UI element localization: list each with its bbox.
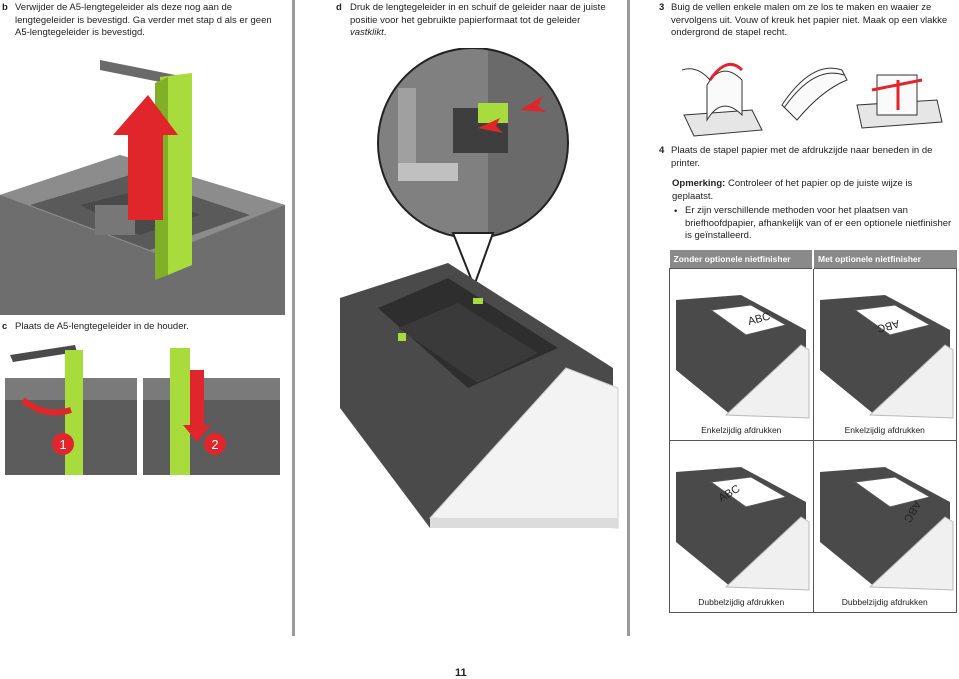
down-arrow-icon (183, 425, 211, 442)
tray-illustration: ABC (819, 295, 954, 419)
step-number: d (336, 2, 342, 13)
flex-paper-illustration (681, 62, 943, 137)
page-number: 11 (455, 667, 467, 679)
up-arrow-icon (113, 95, 178, 220)
step-number: 3 (659, 2, 665, 13)
arrow-icon (520, 96, 546, 112)
table-cell: ABC Enkelzijdig afdrukken (812, 268, 957, 441)
step-3: 3 Buig de vellen enkele malen om ze los … (659, 2, 954, 38)
step-number: 4 (659, 145, 665, 156)
step-number: c (2, 321, 8, 332)
step-4: 4 Plaats de stapel papier met de afdrukz… (659, 145, 954, 169)
table-cell: ABC Enkelzijdig afdrukken (669, 268, 814, 441)
column-header: Met optionele nietfinisher (813, 250, 957, 269)
callout-1: 1 (59, 437, 66, 452)
table-cell: ABC Dubbelzijdig afdrukken (812, 440, 957, 613)
abc-label: ABC (875, 317, 900, 334)
column-divider (627, 0, 630, 636)
tray-illustration: ABC (819, 467, 954, 591)
table-caption: Dubbelzijdig afdrukken (698, 597, 785, 607)
step-c: c Plaats de A5-lengtegeleider in de houd… (2, 321, 287, 334)
step-b: b Verwijder de A5-lengtegeleider als dez… (2, 2, 287, 38)
bullet-icon: • (674, 206, 678, 217)
note-label: Opmerking: (672, 178, 726, 189)
step-text: Verwijder de A5-lengtegeleider als deze … (15, 2, 272, 38)
slide-guide-illustration (340, 48, 619, 529)
note-text: Controleer of het papier op de juiste wi… (672, 178, 913, 202)
abc-label: ABC (747, 310, 772, 327)
step-text: Buig de vellen enkele malen om ze los te… (671, 2, 948, 38)
table-caption: Dubbelzijdig afdrukken (841, 597, 928, 607)
step-number: b (2, 2, 8, 13)
step-text-end: . (383, 27, 387, 38)
table-caption: Enkelzijdig afdrukken (844, 425, 925, 435)
table-cell: ABC Dubbelzijdig afdrukken (669, 440, 814, 613)
letterhead-table: Zonder optionele nietfinisher Met option… (669, 250, 957, 613)
bullet-text: Er zijn verschillende methoden voor het … (685, 205, 952, 241)
step-text: Plaats de A5-lengtegeleider in de houder… (15, 321, 189, 332)
step-text-italic: vastklikt (350, 27, 384, 38)
column-divider (292, 0, 295, 636)
step-d: d Druk de lengtegeleider in en schuif de… (336, 2, 626, 38)
callout-2: 2 (211, 437, 218, 452)
step-text: Druk de lengtegeleider in en schuif de g… (350, 2, 606, 26)
tray-illustration: ABC (676, 295, 810, 419)
table-caption: Enkelzijdig afdrukken (701, 425, 782, 435)
note: Opmerking: Controleer of het papier op d… (672, 178, 954, 203)
tray-illustration: ABC (676, 467, 810, 591)
column-header: Zonder optionele nietfinisher (669, 250, 814, 269)
remove-a5-guide-illustration (0, 60, 285, 315)
insert-a5-guide-illustration: 1 2 (5, 345, 280, 475)
step-text: Plaats de stapel papier met de afdrukzij… (671, 145, 933, 169)
